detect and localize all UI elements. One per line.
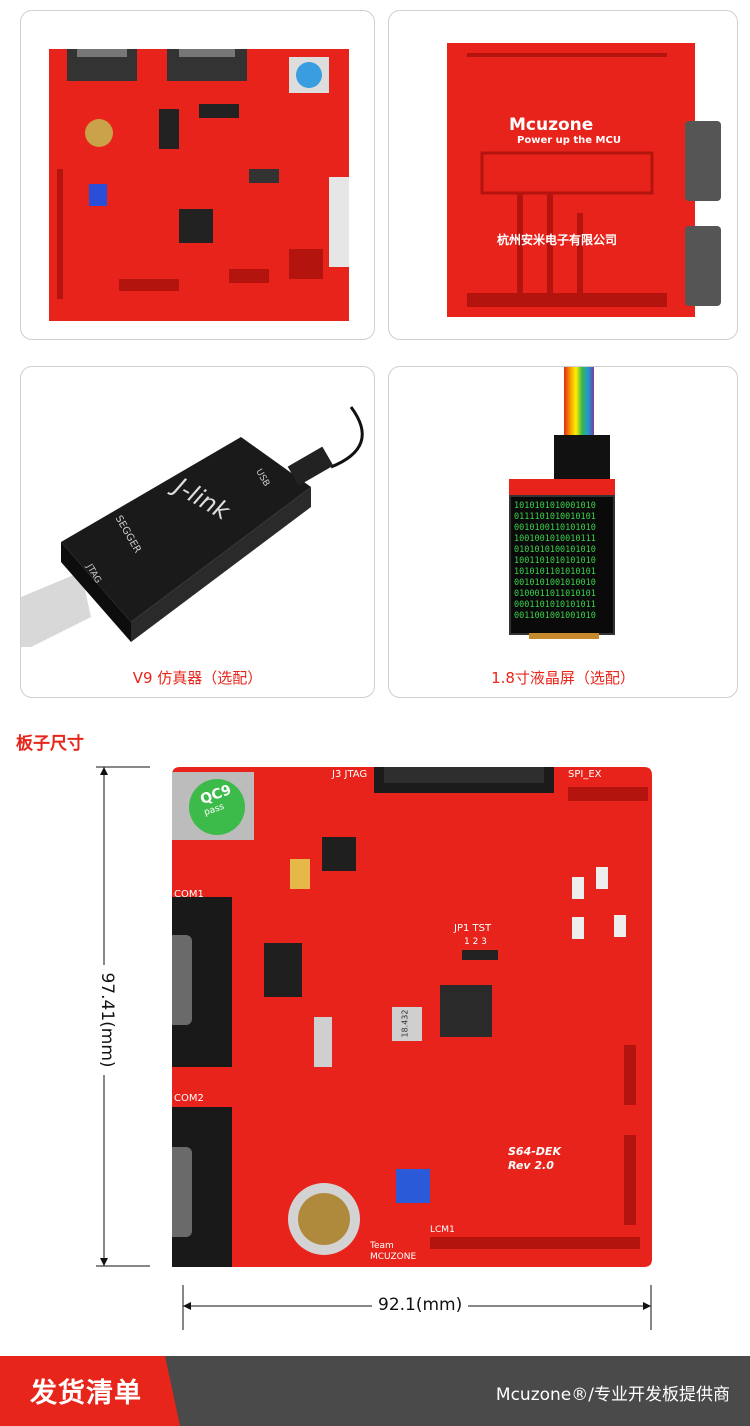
lcd-pcb-strip [509, 479, 615, 495]
lcd-screen-row: 1001001010010111 [514, 534, 596, 544]
com1-label: COM1 [174, 889, 204, 900]
model-label: S64-DEK [508, 1145, 561, 1158]
crystal-label: 18.432 [400, 1009, 410, 1038]
team-label: Team [370, 1241, 394, 1251]
com2-label: COM2 [174, 1093, 204, 1104]
dimension-height: 97.41(mm) [97, 965, 117, 1075]
db9-side-connector [685, 121, 721, 201]
section-title-board-size: 板子尺寸 [16, 734, 84, 754]
pcb-board-photo: QC9 pass J3 JTAG SPI_EX COM1 COM2 JP1 TS… [122, 743, 652, 1287]
ribbon-cable [564, 367, 594, 437]
company-name: 杭州安米电子有限公司 [497, 233, 618, 247]
battery-holder [85, 119, 113, 147]
spi-label: SPI_EX [568, 769, 602, 780]
chip-u5 [322, 837, 356, 871]
caption-lcd: 1.8寸液晶屏（选配） [491, 669, 635, 687]
lcd-flex [529, 633, 599, 639]
caption-jlink: V9 仿真器（选配） [132, 669, 263, 687]
jtag-label: J3 JTAG [332, 769, 368, 780]
dimension-width: 92.1(mm) [372, 1295, 469, 1315]
jlink-photo [21, 406, 364, 647]
lcm1-header [430, 1237, 640, 1249]
crystal-y1 [392, 1007, 422, 1041]
lcd-screen-row: 1010101101010101 [514, 567, 596, 577]
jp1-pins-label: 1 2 3 [464, 937, 487, 947]
card-pcb-top [20, 10, 375, 340]
spi-header [568, 787, 648, 801]
potentiometer [89, 184, 107, 206]
pcb-top-graphic [57, 35, 359, 299]
pcb-back-graphic [467, 53, 667, 307]
chip-u1 [264, 943, 302, 997]
lcd-header [554, 435, 610, 479]
jp1-label: JP1 TST [454, 923, 492, 934]
footer-tagline: Mcuzone®/专业开发板提供商 [495, 1385, 730, 1405]
crystal-y2 [314, 1017, 332, 1067]
button-s2 [596, 867, 608, 889]
button-s4 [614, 915, 626, 937]
rev-label: Rev 2.0 [508, 1159, 554, 1172]
capacitor-c26 [290, 859, 310, 889]
pcb-board-graphic [122, 743, 652, 1287]
button-s1 [572, 877, 584, 899]
brand-slogan: Power up the MCU [517, 135, 621, 146]
p2-header [624, 1135, 636, 1225]
team-name-label: MCUZONE [370, 1252, 417, 1262]
pcb-top-photo [49, 35, 359, 321]
lcd-screen-row: 0111101010010101 [514, 512, 596, 522]
lcd-screen-row: 0001101010101011 [514, 600, 596, 610]
brand-logo: Mcuzone [509, 115, 594, 135]
lcd-screen-row: 1001101010101010 [514, 556, 596, 566]
lcd-screen-row: 1010101010001010 [514, 501, 596, 511]
button-s3 [572, 917, 584, 939]
potentiometer-vr1 [396, 1169, 430, 1203]
jumper-jp1 [462, 950, 498, 960]
lcd-screen-row: 0101010100101010 [514, 545, 596, 555]
mcu-chip [179, 209, 213, 243]
card-jlink: J-link SEGGER USB JTAG V9 仿真器（选配） [20, 366, 375, 698]
lcd-screen-row: 0011001001001010 [514, 611, 596, 621]
footer-tab-label: 发货清单 [30, 1378, 142, 1409]
lcd-screen-row: 0100011011010101 [514, 589, 596, 599]
lcd-screen-row: 0010101001010010 [514, 578, 596, 588]
qc-pass-sticker [189, 779, 245, 835]
lcm-label: LCM1 [430, 1225, 455, 1235]
db9-side-connector-2 [685, 226, 721, 306]
jtag-header [329, 177, 359, 267]
footer-tab [0, 1356, 180, 1426]
lcd-screen-row: 0010100110101010 [514, 523, 596, 533]
chip-u3-mcu [440, 985, 492, 1037]
p1-header [624, 1045, 636, 1105]
footer-bar: 发货清单 Mcuzone®/专业开发板提供商 [0, 1356, 750, 1426]
card-pcb-back: Mcuzone Power up the MCU 杭州安米电子有限公司 [388, 10, 738, 340]
pcb-back-photo: Mcuzone Power up the MCU 杭州安米电子有限公司 [447, 43, 695, 317]
